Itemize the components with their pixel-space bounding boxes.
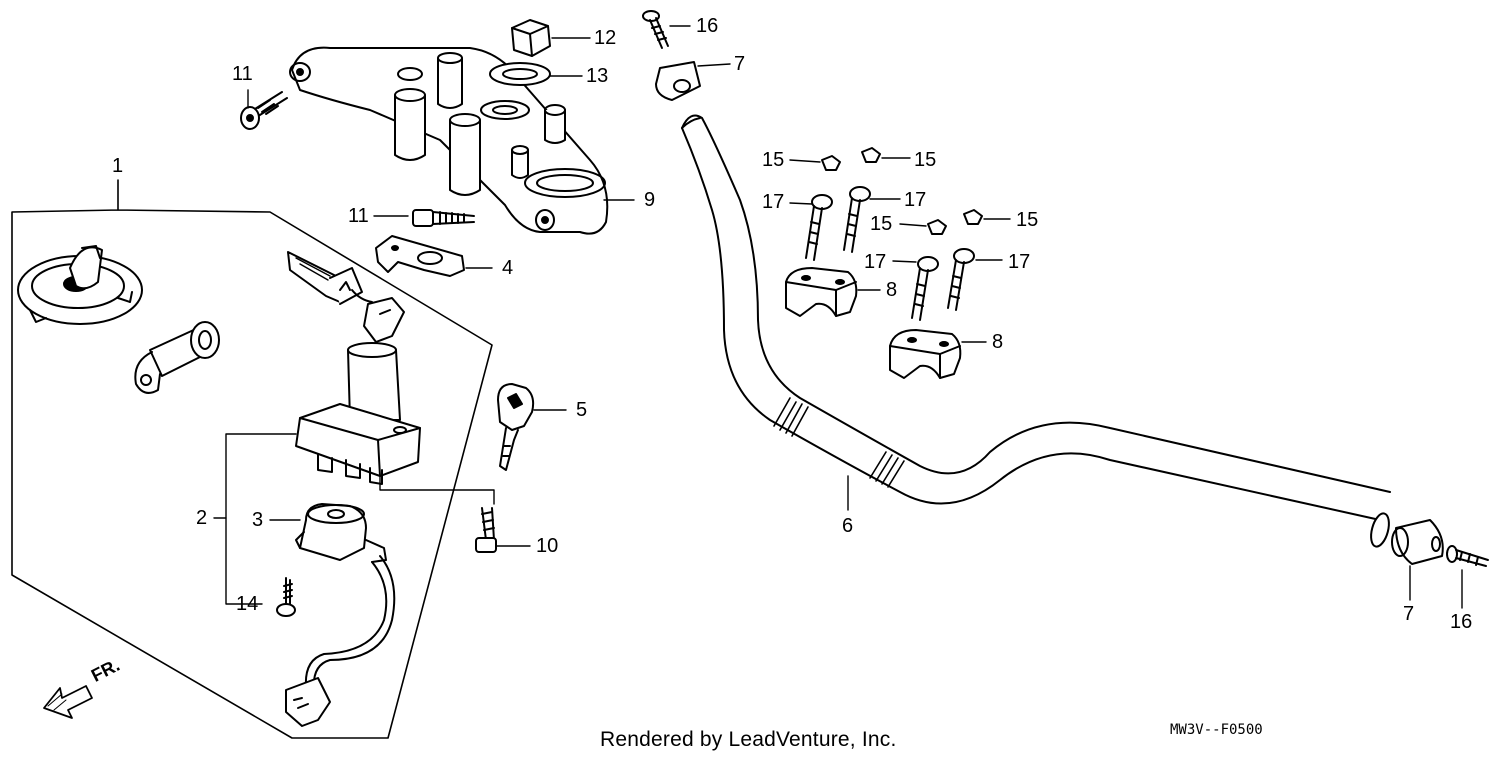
callout-12: 12 (594, 27, 617, 49)
callout-7-upper: 7 (734, 53, 746, 75)
callout-13: 13 (586, 65, 609, 87)
callout-2: 2 (196, 507, 208, 529)
callout-8-lower: 8 (992, 331, 1004, 353)
bar-end-weight-lower (1391, 519, 1444, 565)
end-screw-lower (1446, 545, 1489, 567)
bolt-middle (412, 209, 475, 227)
callout-8-upper: 8 (886, 279, 898, 301)
handlebar (681, 114, 1391, 548)
end-screw-upper (642, 10, 669, 49)
callout-3: 3 (252, 509, 264, 531)
top-bridge (289, 46, 609, 235)
callout-5: 5 (576, 399, 588, 421)
switch-contact-base (285, 503, 396, 727)
credit-text: Rendered by LeadVenture, Inc. (600, 728, 897, 751)
callout-7-lower: 7 (1403, 603, 1415, 625)
switch-plate (375, 235, 465, 277)
callout-17-c: 17 (864, 251, 887, 273)
callout-10: 10 (536, 535, 559, 557)
callout-17-b: 17 (904, 189, 927, 211)
callout-17-d: 17 (1008, 251, 1031, 273)
callout-11-middle: 11 (348, 205, 369, 227)
callout-15-d: 15 (1016, 209, 1039, 231)
callout-15-c: 15 (870, 213, 893, 235)
spare-key (497, 383, 535, 471)
callout-14: 14 (236, 593, 259, 615)
washer (489, 62, 551, 86)
seat-lock (134, 321, 220, 394)
clamp-bolts (805, 186, 975, 321)
callout-11-upper: 11 (232, 63, 253, 85)
callout-4: 4 (502, 257, 514, 279)
bar-end-weight-upper (655, 61, 701, 101)
screw-ten (475, 507, 497, 553)
callout-1: 1 (112, 155, 124, 177)
handlebar-holder-lower (889, 329, 962, 379)
diagram-code: MW3V--F0500 (1170, 722, 1263, 738)
handlebar-holder-upper (785, 267, 858, 317)
callout-15-a: 15 (762, 149, 785, 171)
callout-15-b: 15 (914, 149, 937, 171)
lock-set-outline (11, 179, 493, 739)
callout-6: 6 (842, 515, 854, 537)
callout-16-lower: 16 (1450, 611, 1473, 633)
callout-16-upper: 16 (696, 15, 719, 37)
front-arrow (43, 685, 93, 719)
ignition-switch (287, 251, 421, 485)
leader-lines (213, 25, 1463, 609)
steering-stem-nut (511, 19, 551, 57)
caps (821, 147, 983, 235)
callout-17-a: 17 (762, 191, 785, 213)
fuel-cap-lock (17, 245, 143, 325)
bolt-upper-left (240, 91, 288, 130)
callout-9: 9 (644, 189, 656, 211)
screw-small (276, 577, 296, 617)
